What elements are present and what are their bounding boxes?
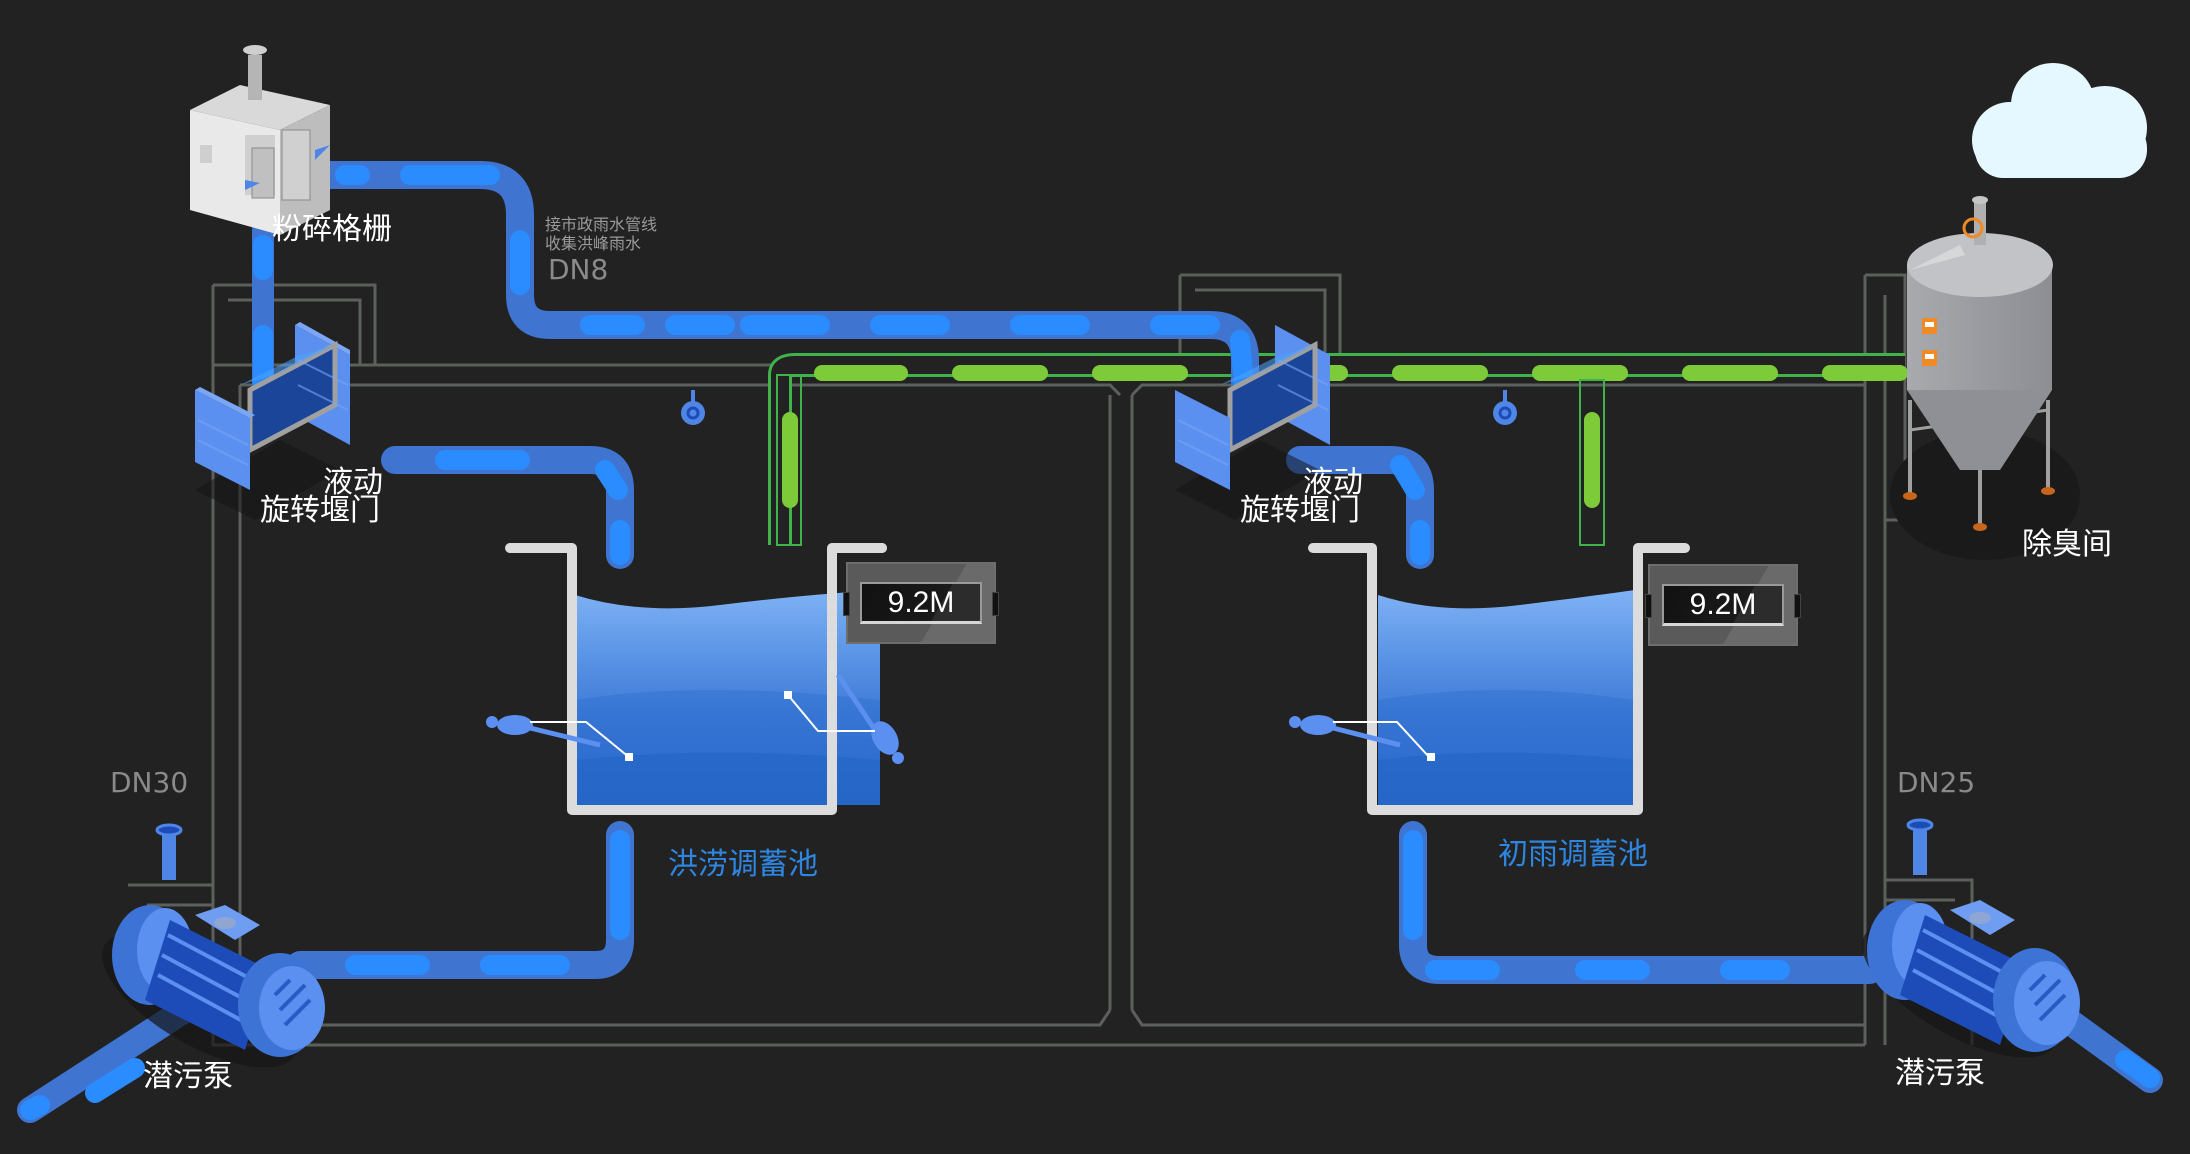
level-sensor-icon[interactable] (784, 673, 904, 764)
level-reading: 9.2M (860, 582, 982, 624)
rotary-gate-left-icon[interactable] (195, 322, 350, 520)
deodorization-label: 除臭间 (2022, 527, 2112, 562)
water-pipes (17, 161, 2163, 1123)
pump-left-pipe-size: DN30 (110, 766, 189, 799)
inlet-note-line1: 接市政雨水管线 (545, 215, 658, 234)
grinder-screen-label: 粉碎格栅 (272, 212, 392, 247)
tank-first-flush[interactable] (1308, 543, 1690, 815)
grinder-screen-icon[interactable] (190, 45, 330, 235)
submersible-pump-left-icon[interactable] (82, 823, 325, 1094)
level-reading: 9.2M (1662, 584, 1784, 626)
level-sensor-icon[interactable] (486, 715, 633, 761)
gate-left-label-line1: 液动 (323, 465, 383, 500)
tank-flood-storage[interactable] (505, 543, 887, 815)
gate-right-label-line1: 液动 (1303, 465, 1363, 500)
cloud-icon (1972, 63, 2147, 178)
inlet-pipe-size: DN8 (548, 253, 609, 286)
valve-icon[interactable] (1493, 390, 1517, 425)
pump-left-label: 潜污泵 (143, 1059, 233, 1094)
submersible-pump-right-icon[interactable] (1842, 818, 2080, 1084)
valve-icon[interactable] (681, 390, 705, 425)
gate-right-label-line2: 旋转堰门 (1240, 493, 1360, 528)
pump-right-label: 潜污泵 (1895, 1056, 1985, 1091)
gate-left-label-line2: 旋转堰门 (260, 493, 380, 528)
inlet-note-line2: 收集洪峰雨水 (545, 234, 642, 253)
tank-flood-storage-label: 洪涝调蓄池 (668, 847, 818, 882)
structure-outline (128, 273, 1974, 1047)
deodorization-silo-icon[interactable] (1890, 196, 2080, 560)
level-sensor-icon[interactable] (1289, 715, 1435, 761)
pump-right-pipe-size: DN25 (1897, 766, 1976, 799)
rotary-gate-right-icon[interactable] (1175, 325, 1330, 520)
tank-first-flush-label: 初雨调蓄池 (1498, 837, 1648, 872)
level-meter-flood-storage: 9.2M (843, 562, 999, 644)
level-meter-first-flush: 9.2M (1645, 564, 1801, 646)
